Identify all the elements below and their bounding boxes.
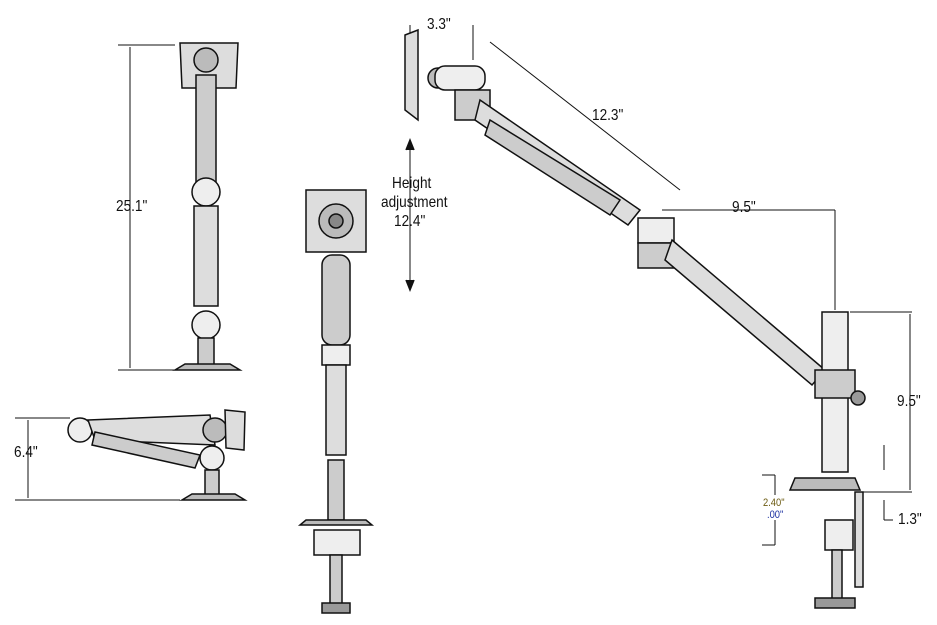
- upper-arm-label: 12.3": [592, 107, 624, 124]
- rear-view-drawing: [297, 137, 415, 614]
- pole-height-label: 9.5": [897, 393, 921, 410]
- tilt-offset-label: 3.3": [427, 16, 451, 33]
- side-profile-drawing: [404, 25, 912, 609]
- height-adjustment-value: 12.4": [394, 213, 426, 230]
- side-view-drawing: [15, 409, 248, 501]
- front-view-drawing: [118, 42, 243, 371]
- side-height-label: 6.4": [14, 444, 38, 461]
- desk-thickness-min: .00": [767, 509, 784, 521]
- height-adjustment-label2: adjustment: [381, 194, 448, 211]
- desk-thickness-max: 2.40": [763, 497, 785, 509]
- clamp-height-label: 1.3": [898, 511, 922, 528]
- lower-arm-label: 9.5": [732, 199, 756, 216]
- height-adjustment-label: Height: [392, 175, 432, 192]
- front-height-label: 25.1": [116, 198, 148, 215]
